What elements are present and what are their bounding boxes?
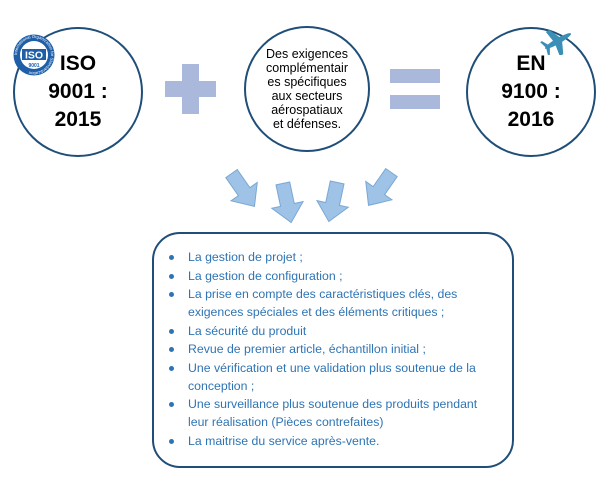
plus-sign-vertical <box>182 64 199 114</box>
bullet-icon <box>169 365 174 371</box>
en-9100-label: EN 9100 : 2016 <box>501 52 561 131</box>
bullet-icon <box>169 328 174 334</box>
bullet-icon <box>169 255 174 260</box>
bullet-icon <box>169 292 174 297</box>
iso-9001-label: ISO 9001 : 2015 <box>48 52 108 131</box>
list-item: La sécurité du produit <box>168 322 500 340</box>
requirements-label: Des exigences complémentair es spécifiqu… <box>266 47 348 131</box>
svg-text:9001: 9001 <box>28 63 39 69</box>
list-item: Revue de premier article, échantillon in… <box>168 340 500 358</box>
equals-sign-bottom <box>390 95 440 109</box>
bullet-icon <box>169 273 174 279</box>
airplane-icon <box>540 29 572 55</box>
list-item: Une surveillance plus soutenue des produ… <box>168 395 500 431</box>
equals-sign-top <box>390 69 440 83</box>
down-arrow-icon <box>365 167 398 206</box>
down-arrow-icon <box>315 180 350 223</box>
svg-text:ISO: ISO <box>25 50 43 62</box>
list-item: La maitrise du service après-vente. <box>168 432 500 450</box>
bullet-icon <box>169 402 174 407</box>
requirements-list: La gestion de projet ; La gestion de con… <box>168 248 500 450</box>
list-item: La gestion de projet ; <box>168 248 500 266</box>
iso-logo-icon: International Organization for Standardi… <box>13 34 55 76</box>
down-arrow-icon <box>225 168 258 207</box>
list-item: La prise en compte des caractéristiques … <box>168 285 500 321</box>
bullet-icon <box>169 438 174 444</box>
list-item: La gestion de configuration ; <box>168 267 500 285</box>
requirements-circle: Des exigences complémentair es spécifiqu… <box>244 26 370 152</box>
bullet-icon <box>169 347 174 352</box>
en-9100-circle: EN 9100 : 2016 <box>466 27 596 157</box>
list-item: Une vérification et une validation plus … <box>168 359 500 395</box>
down-arrow-icon <box>270 181 305 224</box>
requirements-list-box: La gestion de projet ; La gestion de con… <box>152 232 514 468</box>
